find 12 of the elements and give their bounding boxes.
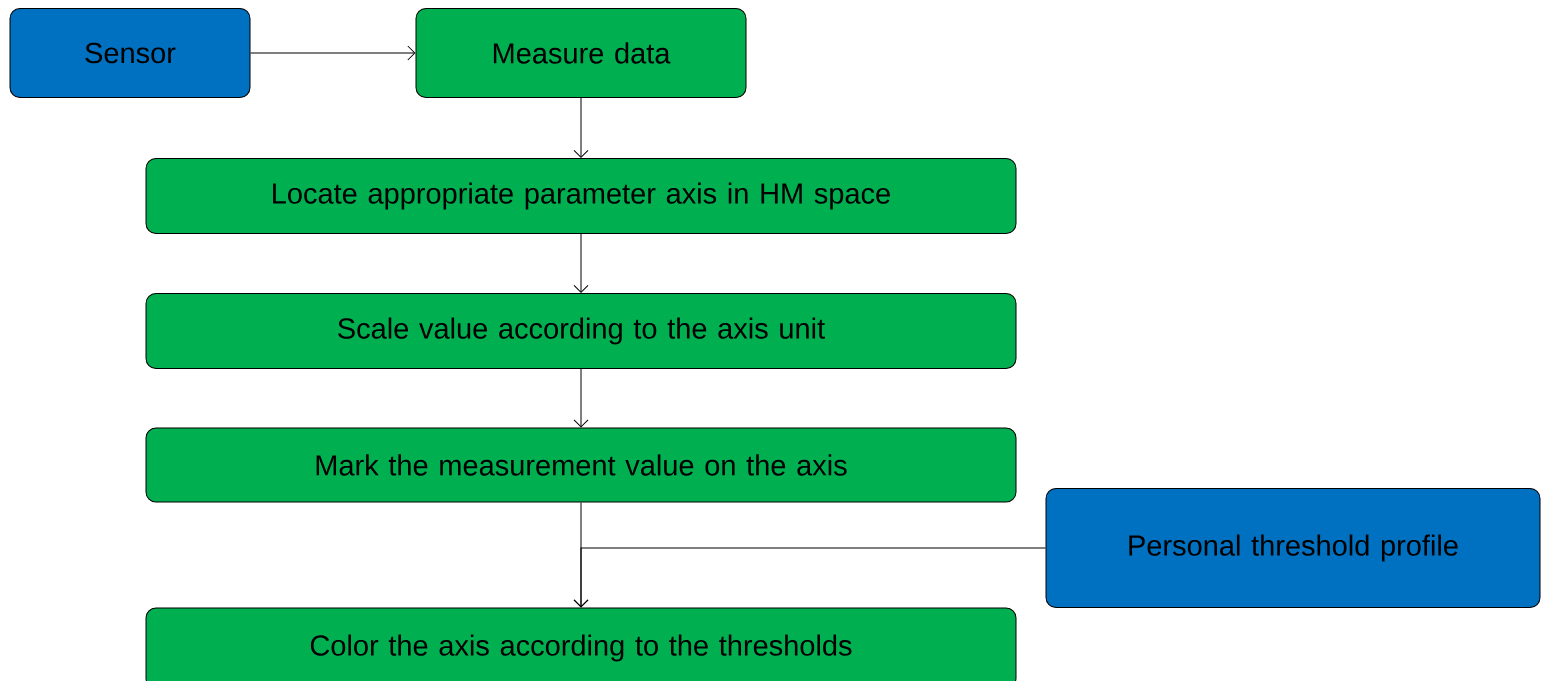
arrow [573, 97, 589, 158]
process-box: Personal threshold profile [1045, 488, 1541, 608]
process-box: Measure data [415, 8, 747, 98]
process-box: Locate appropriate parameter axis in HM space [145, 158, 1017, 234]
arrow [250, 45, 416, 61]
process-box: Mark the measurement value on the axis [145, 427, 1017, 503]
process-box: Sensor [9, 8, 251, 98]
process-box: Color the axis according to the thresholds [145, 607, 1017, 681]
arrow [573, 547, 1046, 608]
arrow [573, 233, 589, 293]
arrow [573, 368, 589, 428]
process-box: Scale value according to the axis unit [145, 293, 1017, 369]
